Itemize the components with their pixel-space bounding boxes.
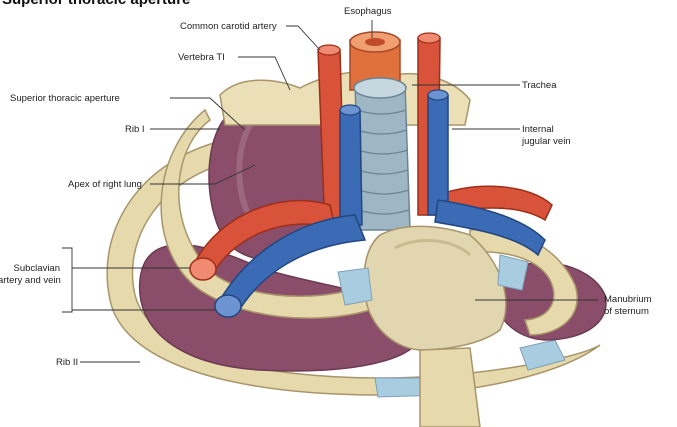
label-rib-i: Rib I [125, 124, 145, 135]
label-trachea: Trachea [522, 80, 557, 91]
sternal-body [420, 348, 480, 427]
label-internal-jugular-vein-line2: jugular vein [522, 136, 571, 147]
label-rib-ii: Rib II [56, 357, 78, 368]
label-manubrium-line2: of sternum [604, 306, 649, 317]
label-esophagus: Esophagus [344, 6, 392, 17]
internal-jugular-vein-left [428, 95, 448, 215]
trachea [355, 85, 410, 230]
label-subclavian-line1: Subclavian [14, 263, 60, 274]
internal-jugular-vein-right [340, 110, 362, 225]
label-superior-thoracic-aperture: Superior thoracic aperture [10, 93, 120, 104]
label-subclavian-line2: artery and vein [0, 275, 61, 286]
label-manubrium-line1: Manubrium [604, 294, 652, 305]
label-common-carotid-artery: Common carotid artery [180, 21, 277, 32]
costal-cartilage-rib-i-left [498, 255, 528, 290]
label-apex-of-right-lung: Apex of right lung [68, 179, 142, 190]
label-internal-jugular-vein-line1: Internal [522, 124, 554, 135]
label-vertebra-t1: Vertebra TI [178, 52, 225, 63]
diagram-title: Superior thoracic aperture [2, 0, 190, 8]
